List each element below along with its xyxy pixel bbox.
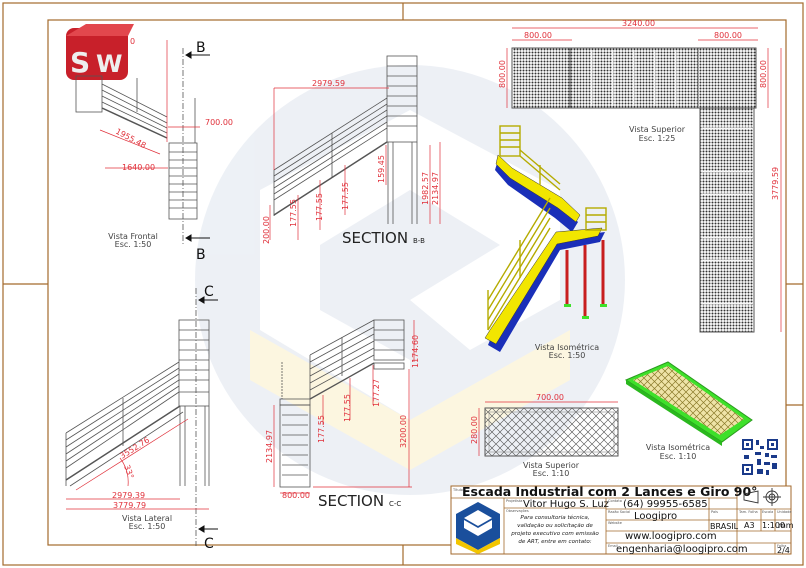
scale-value: 1:100 [762, 521, 785, 530]
observations-line-3: projeto executivo com emissão [510, 531, 599, 537]
section-bb-suffix: B-B [413, 237, 425, 245]
dim-159-45: 159.45 [377, 155, 386, 183]
dim-2979-39: 2979.39 [112, 491, 145, 500]
dim-177-27: 177.27 [372, 379, 381, 407]
dim-177-55-a: 177.55 [289, 199, 298, 227]
view-scale-superior: Esc. 1:25 [639, 134, 676, 143]
loogipro-logo [456, 502, 500, 554]
view-label-lateral: Vista Lateral [122, 514, 172, 523]
scale-label: Escala [762, 510, 773, 514]
front-view: 1955.48 1640.00 700.00 0 B B Vista Front… [75, 37, 233, 263]
dim-700: 700.00 [205, 118, 233, 127]
cut-label-c-top: C [204, 284, 214, 300]
dim-3779-79: 3779.79 [113, 501, 146, 510]
observations-line-2: validação ou solicitação de [517, 523, 593, 529]
dim-177-55-e: 177.55 [343, 394, 352, 422]
website-label: Website [608, 521, 622, 525]
unit-label: Unidade [777, 510, 792, 514]
qr-code[interactable] [741, 438, 779, 476]
dim-700: 700.00 [536, 393, 564, 402]
view-scale-lateral: Esc. 1:50 [129, 522, 166, 531]
contact-label: Contato [608, 499, 622, 503]
title-label: Título [452, 488, 463, 492]
zone-marks [3, 3, 803, 565]
view-label-grade-isometrica: Vista Isométrica [646, 442, 710, 452]
title-block: Título Escada Industrial com 2 Lances e … [450, 484, 794, 555]
dim-800-b: 800.00 [714, 31, 742, 40]
dim-800-c: 800.00 [498, 60, 507, 88]
drawing-title: Escada Industrial com 2 Lances e Giro 90… [462, 484, 757, 499]
view-scale-frontal: Esc. 1:50 [115, 240, 152, 249]
country-label: País [711, 510, 718, 514]
section-bb-view: 2979.59 200.00 177.55 177.55 177.55 159.… [262, 55, 441, 247]
dim-1640: 1640.00 [122, 163, 155, 172]
dim-200: 200.00 [262, 216, 271, 244]
sheet-label: Folha [777, 544, 786, 548]
sheet-number: 2/4 [777, 546, 790, 555]
observations-line-1: Para consultoria técnica, [520, 514, 589, 521]
dim-2979-59: 2979.59 [312, 79, 345, 88]
observations-line-4: de ART, entre em contato: [518, 539, 591, 545]
inner-frame [47, 19, 787, 546]
observations-label: Observações [506, 509, 529, 513]
view-label-isometrica: Vista Isométrica [535, 342, 599, 352]
section-cc-title: SECTION [318, 492, 384, 510]
view-scale-grade-superior: Esc. 1:10 [533, 469, 570, 478]
cut-label-c-bottom: C [204, 536, 214, 552]
dim-1174-60: 1174.60 [411, 335, 420, 368]
website-value[interactable]: www.loogipro.com [625, 531, 717, 542]
contact-phone: (64) 99955-6585 [623, 499, 708, 510]
dim-angle: 33° [122, 464, 135, 480]
section-bb-title: SECTION [342, 229, 408, 247]
dim-177-55-b: 177.55 [315, 193, 324, 221]
designer-label: Projetista [506, 499, 522, 503]
view-label-frontal: Vista Frontal [108, 232, 158, 241]
solidworks-logo: S W [66, 24, 134, 80]
top-view: 3240.00 800.00 800.00 800.00 800.00 3779… [498, 19, 782, 333]
dim-177-55-c: 177.55 [341, 182, 350, 210]
unit-value: mm [778, 521, 794, 530]
svg-text:S: S [70, 46, 90, 79]
cut-arrows-c [198, 296, 218, 533]
dim-177-55-d: 177.55 [317, 415, 326, 443]
country-value: BRASIL [710, 522, 739, 531]
section-cc-view: 1174.60 177.55 177.55 177.27 3200.00 213… [265, 319, 420, 510]
dim-800-d: 800.00 [759, 60, 768, 88]
company-label: Razão Social [608, 510, 630, 514]
view-scale-grade-isometrica: Esc. 1:10 [660, 452, 697, 461]
dim-1955: 1955.48 [114, 127, 147, 150]
sheet-size-value: A3 [744, 521, 755, 530]
designer-name: Vitor Hugo S. Luz [523, 499, 609, 510]
dim-top: 0 [130, 37, 135, 46]
cut-label-b-bottom: B [196, 247, 206, 263]
dim-3779-59: 3779.59 [771, 167, 780, 200]
dim-280: 280.00 [470, 416, 479, 444]
third-angle-projection-icon [743, 488, 781, 506]
dim-2134-97-cc: 2134.97 [265, 430, 274, 463]
view-scale-isometrica: Esc. 1:50 [549, 351, 586, 360]
email-label: Email [608, 544, 618, 548]
dim-800-a: 800.00 [524, 31, 552, 40]
grate-top-view: 700.00 280.00 Vista Superior Esc. 1:10 [470, 393, 619, 478]
company-name: Loogipro [634, 511, 677, 522]
dim-2134-97: 2134.97 [431, 172, 440, 205]
dim-800-cc: 800.00 [282, 491, 310, 500]
view-label-grade-superior: Vista Superior [523, 461, 580, 470]
svg-text:W: W [96, 50, 122, 78]
lateral-view: 3552.76 33° 2979.39 3779.79 C C Vista La… [65, 284, 218, 552]
isometric-view: Vista Isométrica Esc. 1:50 [484, 125, 607, 360]
dim-3240: 3240.00 [622, 19, 655, 28]
sheet-size-label: Tam. Folha [738, 510, 758, 514]
email-value[interactable]: engenharia@loogipro.com [616, 544, 748, 555]
dim-3200: 3200.00 [399, 415, 408, 448]
cut-arrows-b [185, 51, 210, 242]
grate-isometric-view: Vista Isométrica Esc. 1:10 [624, 361, 753, 461]
view-label-superior: Vista Superior [629, 125, 686, 134]
dim-1982-57: 1982.57 [421, 172, 430, 205]
section-cc-suffix: C-C [389, 500, 401, 508]
cut-label-b-top: B [196, 40, 206, 56]
